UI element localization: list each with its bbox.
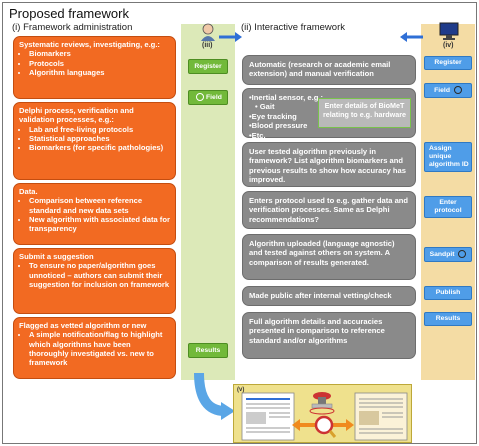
user-icon: [201, 23, 215, 41]
biomet-item: •Etc.: [249, 130, 266, 140]
admin-bullet: Biomarkers: [29, 49, 170, 58]
paper-document-icon: [354, 392, 408, 441]
step-previous-algorithm: User tested algorithm previously in fram…: [242, 142, 416, 187]
biomet-item: • Gait: [255, 102, 275, 112]
admin-bullet: New algorithm with associated data for t…: [29, 215, 170, 234]
step-public: Made public after internal vetting/check: [242, 286, 416, 306]
publication-panel: (v): [233, 384, 412, 443]
admin-box-heading: Submit a suggestion: [19, 252, 94, 261]
admin-bullet: Algorithm languages: [29, 68, 170, 77]
refresh-icon: [196, 93, 205, 102]
label-v: (v): [237, 387, 245, 393]
panel-user-actions: [181, 24, 235, 380]
admin-box-heading: Systematic reviews, investigating, e.g.:: [19, 40, 160, 49]
paper-document-icon: [241, 392, 295, 441]
documents-illustration: [241, 392, 408, 441]
magnifier-icon: [314, 415, 337, 438]
sandpit-button[interactable]: Sandpit: [424, 247, 472, 262]
biomet-item: •Eye tracking: [249, 111, 297, 121]
right-arrow-icon: [219, 32, 242, 42]
step-algorithm-upload: Algorithm uploaded (language agnostic) a…: [242, 234, 416, 280]
admin-bullet: Statistical approaches: [29, 134, 170, 143]
label-iv: (iv): [443, 42, 454, 49]
admin-bullet: Protocols: [29, 59, 170, 68]
arrows-layer: [194, 32, 423, 420]
assign-id-button[interactable]: Assign unique algorithm ID: [424, 142, 472, 173]
admin-box-heading: Flagged as vetted algorithm or new: [19, 321, 147, 330]
admin-box-heading: Delphi process, verification and validat…: [19, 106, 134, 125]
admin-bullet: To ensure no paper/algorithm goes unnoti…: [29, 261, 170, 289]
biomet-hardware-input[interactable]: Enter details of BioMeT relating to e.g.…: [318, 98, 411, 128]
column-heading-interactive: (ii) Interactive framework: [241, 22, 345, 33]
admin-bullet: Lab and free-living protocols: [29, 125, 170, 134]
step-full-details: Full algorithm details and accuracies pr…: [242, 312, 416, 359]
computer-icon: [439, 22, 459, 40]
refresh-icon: [458, 250, 467, 258]
admin-bullet: A simple notification/flag to highlight …: [29, 330, 170, 367]
field-button-system[interactable]: Field: [424, 83, 472, 98]
column-heading-administration: (i) Framework administration: [12, 22, 133, 33]
step-protocol: Enters protocol used to e.g. gather data…: [242, 191, 416, 229]
diagram-title: Proposed framework: [9, 6, 129, 21]
register-button-system[interactable]: Register: [424, 56, 472, 71]
field-button-label: Field: [206, 94, 222, 101]
step-biomet-details: •Inertial sensor, e.g.: • Gait •Eye trac…: [242, 88, 416, 140]
admin-box-systematic-reviews: Systematic reviews, investigating, e.g.:…: [13, 36, 176, 99]
field-button-user[interactable]: Field: [188, 90, 228, 105]
stamp-icon: [309, 392, 335, 415]
field-button-label: Field: [434, 86, 450, 94]
admin-box-submit-suggestion: Submit a suggestion To ensure no paper/a…: [13, 248, 176, 314]
label-iii: (iii): [202, 42, 213, 49]
curved-arrow-icon: [194, 372, 235, 420]
enter-protocol-button[interactable]: Enter protocol: [424, 196, 472, 219]
left-arrow-icon: [400, 32, 423, 42]
results-button-user[interactable]: Results: [188, 343, 228, 358]
biomet-item: •Inertial sensor, e.g.:: [249, 93, 323, 102]
admin-bullet: Comparison between reference standard an…: [29, 196, 170, 215]
admin-box-flagged: Flagged as vetted algorithm or new A sim…: [13, 317, 176, 379]
results-button-system[interactable]: Results: [424, 312, 472, 327]
biomet-item: •Blood pressure: [249, 121, 308, 131]
publish-button[interactable]: Publish: [424, 286, 472, 301]
admin-box-heading: Data.: [19, 187, 38, 196]
refresh-icon: [453, 86, 462, 94]
admin-box-data: Data. Comparison between reference stand…: [13, 183, 176, 245]
step-verification: Automatic (research or academic email ex…: [242, 55, 416, 85]
admin-bullet: Biomarkers (for specific pathologies): [29, 143, 170, 152]
register-button-user[interactable]: Register: [188, 59, 228, 74]
admin-box-delphi: Delphi process, verification and validat…: [13, 102, 176, 180]
sandpit-button-label: Sandpit: [429, 250, 455, 258]
